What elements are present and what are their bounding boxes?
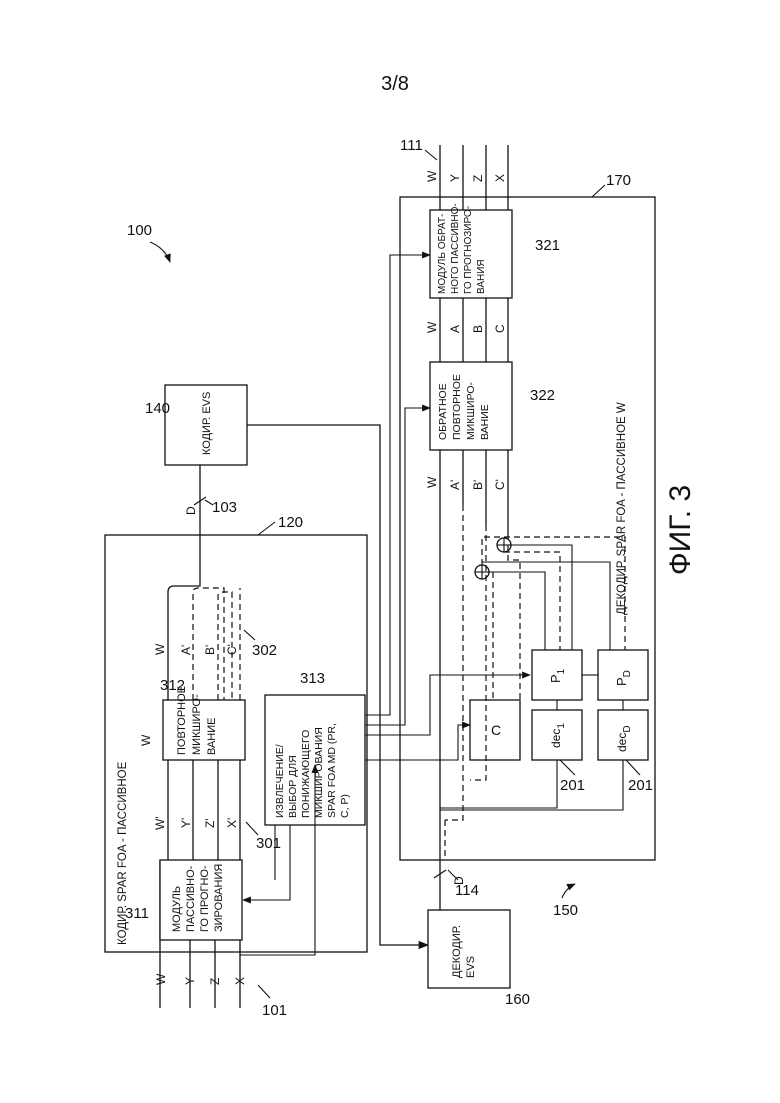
- md-to-c-arrow: [365, 725, 470, 760]
- extract-line-3: ПОНИЖАЮЩЕГО: [300, 730, 312, 818]
- dec-out-x: X: [493, 174, 507, 182]
- ref-201b-leader: [626, 760, 640, 775]
- remix-line-2: МИКШИРО-: [191, 694, 203, 755]
- mid-ch-y: Y': [179, 818, 193, 828]
- ref-150: 150: [553, 902, 578, 919]
- mid-ch-z: Z': [203, 818, 217, 828]
- figure-caption: ФИГ. 3: [664, 485, 697, 575]
- dec-mid-a: A: [448, 325, 462, 333]
- in-ch-x: X: [233, 977, 247, 985]
- ref-103: 103: [212, 499, 237, 516]
- ref-150-arrow: [562, 884, 575, 898]
- ref-114: 114: [455, 882, 479, 899]
- dec-out-w: W: [425, 170, 439, 182]
- ref-111: 111: [400, 137, 423, 154]
- dec-pre-a: A': [448, 480, 462, 490]
- dec-pre-c: C': [493, 479, 507, 490]
- in-ch-z: Z: [208, 978, 222, 985]
- ref-140: 140: [145, 400, 170, 417]
- inv-predict-line-1: МОДУЛЬ ОБРАТ-: [437, 214, 448, 294]
- md-to-inv-remix-arrow: [365, 408, 430, 725]
- ref-302: 302: [252, 642, 277, 659]
- ref-322: 322: [530, 387, 555, 404]
- inv-predict-line-3: ГО ПРОГНОЗИРО-: [463, 206, 474, 294]
- decd-bus-line: [440, 760, 623, 810]
- evs-encoder-label: КОДИР. EVS: [201, 392, 213, 455]
- ref-311: 311: [125, 905, 149, 922]
- decoder-title: ДЕКОДИР. SPAR FOA - ПАССИВНОЕ W: [616, 402, 628, 615]
- dec-out-y: Y: [448, 174, 462, 182]
- out-ch-a: A': [179, 645, 193, 655]
- inv-predict-line-2: НОГО ПАССИВНО-: [450, 203, 461, 294]
- remix-w-label: W: [139, 734, 153, 746]
- predict-line-2: ПАССИВНО-: [185, 865, 197, 932]
- predict-line-1: МОДУЛЬ: [171, 886, 183, 932]
- ref-201-b: 201: [628, 777, 653, 794]
- ref-120-leader: [258, 522, 275, 535]
- ref-313: 313: [300, 670, 325, 687]
- extract-line-2: ВЫБОР ДЛЯ: [287, 755, 299, 818]
- ref-170: 170: [606, 172, 631, 189]
- remix-line-3: ВАНИЕ: [206, 718, 218, 756]
- page-number: 3/8: [381, 73, 409, 95]
- inv-remix-line-2: ПОВТОРНОЕ: [451, 374, 463, 440]
- dec-out-z: Z: [471, 175, 485, 182]
- in-ch-w: W: [154, 973, 168, 985]
- extract-line-6: C, P): [339, 794, 351, 818]
- extract-line-5: SPAR FOA MD (PR,: [326, 723, 338, 818]
- out-ch-w: W: [153, 643, 167, 655]
- ref-170-leader: [592, 185, 605, 197]
- pd-to-sum1-line: [482, 562, 610, 650]
- dec-dashed-c: [508, 545, 520, 700]
- in-ch-y: Y: [183, 977, 197, 985]
- inv-remix-line-1: ОБРАТНОЕ: [437, 383, 449, 440]
- dec-mid-b: B: [471, 325, 485, 333]
- mid-ch-w: W': [153, 816, 167, 830]
- sum2-to-p1-dashed: [504, 552, 560, 650]
- ref-201a-leader: [560, 760, 575, 775]
- dec-pre-b: B': [471, 480, 485, 490]
- p1-to-sum1-line: [489, 572, 545, 650]
- remix-line-1: ПОВТОРНОЕ: [176, 686, 188, 755]
- ref-301: 301: [256, 835, 281, 852]
- out-ch-c: C': [225, 644, 239, 655]
- ref-101-leader: [258, 985, 270, 998]
- predict-line-3: ГО ПРОГНО-: [199, 865, 211, 932]
- md-to-inv-predict-arrow: [365, 255, 430, 715]
- ref-321: 321: [535, 237, 560, 254]
- inv-predict-line-4: ВАНИЯ: [476, 259, 487, 294]
- ref-100-arrow: [150, 242, 170, 262]
- out-ch-b: B': [203, 645, 217, 655]
- dec-mid-w: W: [425, 321, 439, 333]
- dec1-bus-line: [440, 760, 557, 808]
- ref-201-a: 201: [560, 777, 585, 794]
- dec-dashed-a: [445, 505, 463, 820]
- ref-160: 160: [505, 991, 530, 1008]
- predict-line-4: ЗИРОВАНИЯ: [213, 864, 225, 932]
- ref-101: 101: [262, 1002, 287, 1019]
- c-block-label: C: [491, 722, 501, 738]
- evs-decoder-line-1: ДЕКОДИР.: [451, 925, 463, 978]
- sum-to-pd-dashed: [482, 537, 625, 650]
- d-label-enc: D: [184, 506, 198, 515]
- extract-line-1: ИЗВЛЕЧЕНИЕ/: [274, 744, 286, 818]
- mid-ch-x: X': [225, 818, 239, 828]
- inv-remix-line-3: МИКШИРО-: [465, 381, 477, 440]
- evs-decoder-line-2: EVS: [465, 956, 477, 978]
- ref-120: 120: [278, 514, 303, 531]
- dec-pre-w: W: [425, 476, 439, 488]
- dec-mid-c: C: [493, 324, 507, 333]
- ref-111-leader: [425, 150, 437, 160]
- inv-remix-line-4: ВАНИЕ: [479, 404, 491, 440]
- ref-100: 100: [127, 222, 152, 239]
